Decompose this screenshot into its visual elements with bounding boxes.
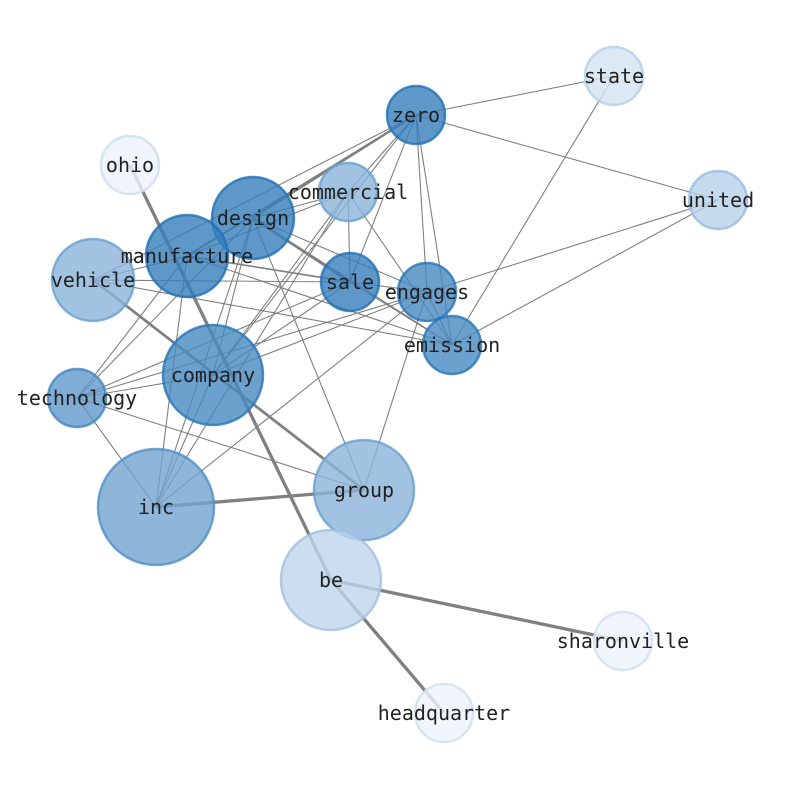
node-label-sale: sale xyxy=(326,270,374,294)
node-zero[interactable] xyxy=(385,84,447,146)
edge-state-emission xyxy=(451,75,615,346)
edge-manufacture-emission xyxy=(186,255,453,346)
node-label-design: design xyxy=(217,206,289,230)
labels-layer: state zero ohio commercial united design manuf… xyxy=(17,64,754,725)
node-label-engages: engages xyxy=(385,280,469,304)
node-headquarter[interactable] xyxy=(413,682,475,744)
node-label-headquarter: headquarter xyxy=(378,701,510,725)
node-commercial[interactable] xyxy=(317,161,379,223)
node-emission[interactable] xyxy=(421,314,483,376)
node-label-inc: inc xyxy=(138,495,174,519)
node-label-commercial: commercial xyxy=(288,180,408,204)
node-label-vehicle: vehicle xyxy=(51,268,135,292)
node-label-group: group xyxy=(334,478,394,502)
edge-vehicle-sale xyxy=(92,279,351,283)
edge-zero-united xyxy=(415,114,719,201)
node-united[interactable] xyxy=(687,169,749,231)
node-ohio[interactable] xyxy=(99,134,161,196)
node-label-company: company xyxy=(171,363,255,387)
nodes-layer xyxy=(46,45,749,744)
node-vehicle[interactable] xyxy=(50,237,136,323)
edge-united-engages xyxy=(426,199,719,293)
node-label-emission: emission xyxy=(404,333,500,357)
node-label-sharonville: sharonville xyxy=(557,629,689,653)
edge-united-emission xyxy=(451,199,719,346)
node-company[interactable] xyxy=(161,323,265,427)
node-label-manufacture: manufacture xyxy=(121,244,253,268)
node-inc[interactable] xyxy=(96,447,216,567)
node-label-state: state xyxy=(584,64,644,88)
node-manufacture[interactable] xyxy=(144,213,230,299)
node-label-zero: zero xyxy=(392,103,440,127)
node-sale[interactable] xyxy=(319,251,381,313)
node-technology[interactable] xyxy=(46,367,108,429)
edge-vehicle-emission xyxy=(92,279,453,346)
node-label-technology: technology xyxy=(17,386,137,410)
node-label-ohio: ohio xyxy=(106,153,154,177)
edge-zero-state xyxy=(415,75,615,116)
node-engages[interactable] xyxy=(396,261,458,323)
node-state[interactable] xyxy=(583,45,645,107)
node-sharonville[interactable] xyxy=(592,610,654,672)
node-label-be: be xyxy=(319,568,343,592)
node-group[interactable] xyxy=(312,438,416,542)
node-design[interactable] xyxy=(210,175,296,261)
node-label-united: united xyxy=(682,188,754,212)
edge-company-zero xyxy=(212,114,417,376)
node-be[interactable] xyxy=(279,528,383,632)
